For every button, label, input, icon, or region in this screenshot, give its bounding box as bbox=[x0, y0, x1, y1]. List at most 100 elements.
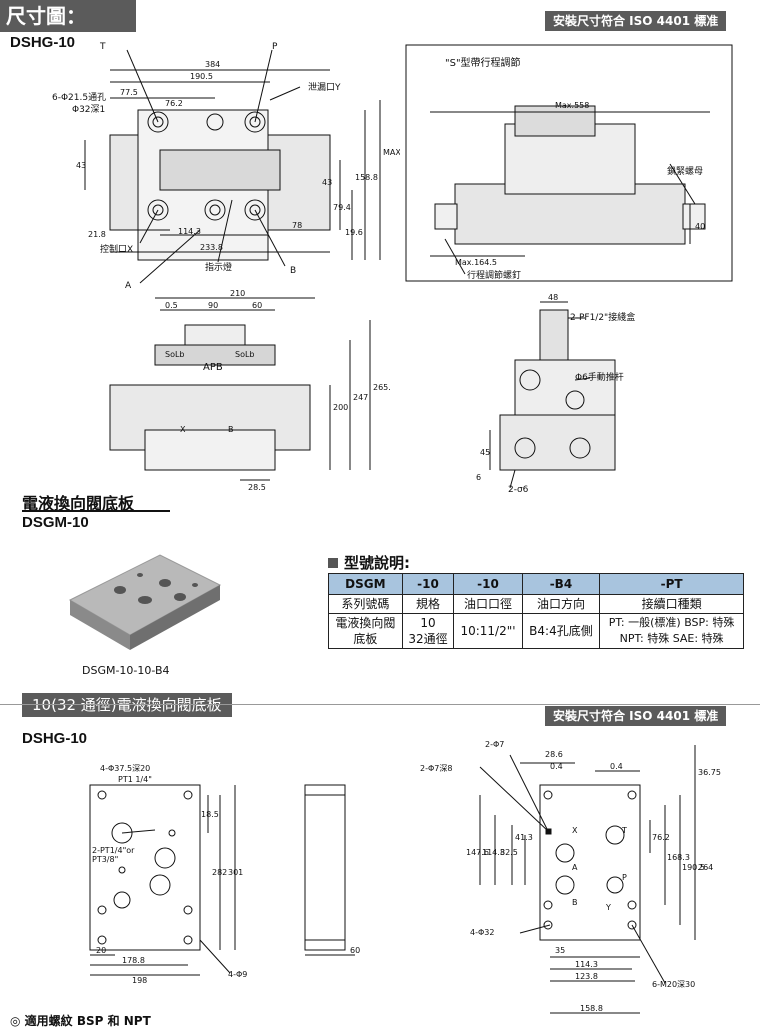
dim-90: 90 bbox=[208, 301, 218, 310]
dim-301: 301 bbox=[228, 868, 243, 877]
dim-41-3: 41.3 bbox=[515, 833, 533, 842]
subplate-section-bar: 10(32 通徑)電液換向閥底板 bbox=[22, 693, 232, 717]
port-p: P bbox=[622, 873, 627, 882]
dim-21-8: 21.8 bbox=[88, 230, 106, 239]
dim-384: 384 bbox=[205, 60, 220, 69]
side-body bbox=[499, 414, 616, 471]
model-cell-line: 底板 bbox=[353, 632, 378, 646]
label-phi-7: 2-Φ7 bbox=[485, 740, 504, 749]
page-title: 尺寸圖： bbox=[0, 0, 136, 32]
dim-0-4-b: 0.4 bbox=[610, 762, 623, 771]
model-cell: 10 32通徑 bbox=[401, 613, 455, 649]
s-type-frame bbox=[405, 44, 733, 282]
dim-198-bottom: 198 bbox=[132, 976, 147, 985]
dim-264: 264 bbox=[698, 863, 713, 872]
model-header-cell: -PT bbox=[599, 573, 744, 595]
dsgm-model: DSGM-10 bbox=[22, 514, 89, 531]
section-divider bbox=[0, 704, 760, 705]
label-junction-box: 2-PF1/2"接綫盒 bbox=[570, 311, 635, 323]
model-cell: PT: 一般(標准) BSP: 特殊 NPT: 特殊 SAE: 特殊 bbox=[599, 613, 744, 649]
dim-78: 78 bbox=[292, 221, 302, 230]
dim-43-left: 43 bbox=[76, 161, 86, 170]
port-t: T bbox=[621, 826, 627, 835]
port-a: A bbox=[572, 863, 578, 872]
model-header-cell: -B4 bbox=[521, 573, 601, 595]
label-p-port: P bbox=[272, 42, 278, 52]
front-solenoids bbox=[154, 344, 276, 366]
label-phi-32: 4-Φ32 bbox=[470, 928, 494, 937]
dim-19-6: 19.6 bbox=[345, 228, 363, 237]
model-cell: 油口方向 bbox=[521, 594, 601, 614]
dim-178-8: 178.8 bbox=[122, 956, 145, 965]
label-pt-1-1-4: PT1 1/4" bbox=[118, 775, 152, 784]
label-b-port: B bbox=[290, 266, 296, 276]
dsgm-underline bbox=[22, 510, 170, 512]
model-header-cell: -10 bbox=[401, 573, 455, 595]
dim-45: 45 bbox=[480, 448, 490, 457]
dim-168-3: 168.3 bbox=[667, 853, 690, 862]
label-control-x: 控制口X bbox=[100, 243, 133, 255]
model-dshg-bottom: DSHG-10 bbox=[22, 730, 88, 747]
label-pt-3-8: PT3/8" bbox=[92, 855, 118, 864]
label-pins: 2-σ6 bbox=[508, 485, 529, 495]
s-solenoid bbox=[514, 105, 596, 137]
dim-43-right: 43 bbox=[322, 178, 332, 187]
dim-48: 48 bbox=[548, 293, 558, 302]
model-cell: 規格 bbox=[401, 594, 455, 614]
model-dshg-top: DSHG-10 bbox=[10, 34, 76, 51]
dim-18-5: 18.5 bbox=[201, 810, 219, 819]
model-cell-line: 電液換向閥 bbox=[335, 616, 396, 630]
label-phi-7-depth: 2-Φ7深8 bbox=[420, 764, 452, 773]
square-bullet-icon bbox=[328, 558, 338, 568]
dim-147-6: 147.6 bbox=[466, 848, 489, 857]
model-cell-line: 10 bbox=[420, 616, 436, 630]
dim-210: 210 bbox=[230, 290, 245, 298]
subplate-ports-drawing: 2-Φ7 2-Φ7深8 28.6 0.4 0.4 36.75 147.6 114… bbox=[420, 740, 721, 1014]
model-header-cell: DSGM bbox=[328, 573, 403, 595]
dim-123-8: 123.8 bbox=[575, 972, 598, 981]
label-lock-nut: 鎖緊螺母 bbox=[667, 165, 703, 177]
port-b: B bbox=[572, 898, 578, 907]
dim-77-5: 77.5 bbox=[120, 88, 138, 97]
dim-28-5: 28.5 bbox=[248, 483, 266, 492]
model-cell-line: PT: 一般(標准) BSP: 特殊 bbox=[608, 616, 735, 629]
dim-190-5-v: 190.5 bbox=[682, 863, 705, 872]
model-cell: 系列號碼 bbox=[328, 594, 403, 614]
bolt-hole bbox=[204, 199, 226, 221]
top-solenoid bbox=[159, 149, 281, 191]
iso-standard-tag-2: 安裝尺寸符合 ISO 4401 標准 bbox=[545, 706, 727, 726]
side-view-drawing: 48 45 6 2-PF1/2"接綫盒 Φ6手動推杆 2-σ6 bbox=[476, 293, 635, 495]
dim-114-3-h: 114.3 bbox=[575, 960, 598, 969]
bolt-hole bbox=[147, 199, 169, 221]
dim-max-198: MAX 198 bbox=[383, 148, 400, 157]
label-sol-left: SoLb bbox=[165, 350, 185, 359]
label-m20: 6-M20深30 bbox=[652, 980, 695, 989]
model-cell: 接續口種類 bbox=[599, 594, 744, 614]
label-t-port: T bbox=[99, 42, 106, 52]
bolt-hole bbox=[147, 111, 169, 133]
dim-114-3-v: 114.3 bbox=[482, 848, 505, 857]
label-stroke-screw: 行程調節螺釘 bbox=[467, 269, 521, 281]
dim-35: 35 bbox=[555, 946, 565, 955]
label-indicator: 指示燈 bbox=[205, 261, 232, 273]
model-desc-title-text: 型號說明: bbox=[344, 554, 410, 572]
label-sol-right: SoLb bbox=[235, 350, 255, 359]
dsgm-title: 電液換向閥底板 bbox=[22, 494, 135, 513]
s-type-drawing: "S"型帶行程調節 Max.558 Max.164.5 40 鎖緊螺母 行程調節… bbox=[405, 44, 733, 282]
model-desc-title: 型號說明: bbox=[328, 552, 410, 573]
subplate-side-outline bbox=[304, 784, 346, 951]
dim-76-2-v: 76.2 bbox=[652, 833, 670, 842]
dim-247: 247 bbox=[353, 393, 368, 402]
iso-standard-tag: 安裝尺寸符合 ISO 4401 標准 bbox=[545, 11, 727, 31]
model-cell-line: NPT: 特殊 SAE: 特殊 bbox=[619, 632, 724, 645]
bolt-hole bbox=[206, 113, 224, 131]
dim-190-5: 190.5 bbox=[190, 72, 213, 81]
dim-36-75: 36.75 bbox=[698, 768, 721, 777]
label-leak-y: 泄漏口Y bbox=[308, 81, 341, 93]
subplate-outline bbox=[89, 784, 201, 951]
dim-max-164-5: Max.164.5 bbox=[455, 258, 497, 267]
top-view-drawing: 384 190.5 77.5 76.2 43 158.8 MAX 198 79.… bbox=[52, 42, 400, 290]
model-cell: 10:11/2"' bbox=[453, 613, 523, 649]
model-cell-line: 32通徑 bbox=[408, 632, 448, 646]
model-header-cell: -10 bbox=[453, 573, 523, 595]
